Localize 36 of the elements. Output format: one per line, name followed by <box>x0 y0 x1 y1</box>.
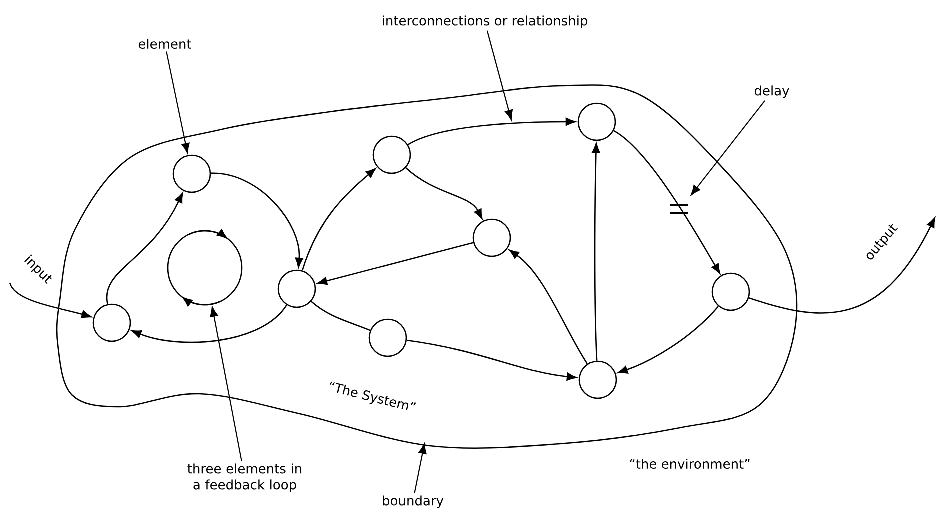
callout-label: element <box>138 38 192 50</box>
arrow <box>9 282 92 318</box>
feedback-loop <box>167 229 243 307</box>
leader-line <box>414 444 427 494</box>
arrow <box>592 143 600 361</box>
element-circle <box>472 218 512 258</box>
element-circle <box>172 154 212 194</box>
arrow <box>406 340 577 381</box>
element-circle <box>578 102 616 142</box>
element-circle <box>92 304 132 342</box>
arrow <box>106 193 184 304</box>
element-circle <box>368 318 408 358</box>
element-circle <box>372 136 412 174</box>
leader-line <box>486 30 513 120</box>
arrow <box>618 306 720 374</box>
arrow <box>132 304 288 344</box>
callout-label: three elements in a feedback loop <box>188 464 302 492</box>
arrow <box>211 172 304 268</box>
callout-label: interconnections or relationship <box>383 16 588 28</box>
connector-line <box>310 301 371 332</box>
callout-label: boundary <box>383 496 444 508</box>
element-circle <box>278 270 316 308</box>
callout-label: delay <box>754 86 790 98</box>
element-circle <box>578 360 618 400</box>
element-circle <box>712 272 750 312</box>
arrow <box>614 130 720 274</box>
arrow <box>408 118 576 146</box>
arrow <box>302 168 376 271</box>
leader-line <box>690 100 766 196</box>
arrow <box>509 250 588 364</box>
environment-label: “the environment” <box>630 458 750 470</box>
leader-line <box>210 306 242 462</box>
arrow <box>406 168 483 220</box>
arrow <box>317 242 474 286</box>
arrow <box>748 218 936 314</box>
leader-line <box>166 52 190 154</box>
